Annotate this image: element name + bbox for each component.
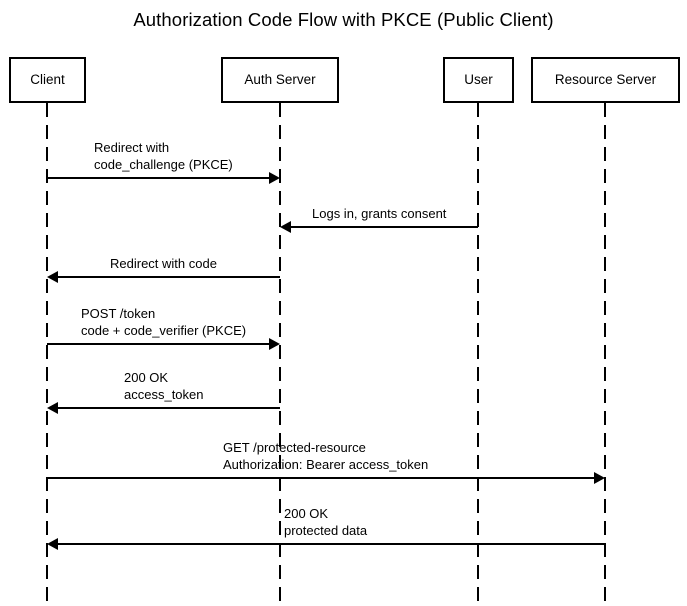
message-label-line: protected data (284, 523, 368, 538)
message-label-7: 200 OK protected data (284, 505, 367, 539)
message-label-1: Redirect with code_challenge (PKCE) (94, 139, 233, 173)
participant-box-resource_server: Resource Server (531, 57, 680, 103)
message-label-4: POST /token code + code_verifier (PKCE) (81, 305, 246, 339)
message-arrow-7 (47, 538, 605, 550)
message-label-line: Logs in, grants consent (312, 206, 447, 221)
participant-label: User (464, 72, 493, 87)
participant-label: Auth Server (244, 72, 316, 87)
message-label-2: Logs in, grants consent (312, 205, 446, 222)
message-label-line: 200 OK (124, 370, 169, 385)
message-label-line: code + code_verifier (PKCE) (81, 323, 247, 338)
participant-label: Resource Server (554, 72, 657, 87)
page-title: Authorization Code Flow with PKCE (Publi… (133, 9, 554, 30)
message-arrow-1 (47, 172, 280, 184)
message-arrow-3 (47, 271, 280, 283)
message-label-line: access_token (124, 387, 204, 402)
message-label-line: POST /token (81, 306, 156, 321)
participant-box-user: User (443, 57, 514, 103)
message-label-3: Redirect with code (110, 255, 217, 272)
message-label-line: GET /protected-resource (223, 440, 366, 455)
message-arrow-2 (280, 221, 478, 233)
participant-box-auth_server: Auth Server (221, 57, 339, 103)
message-label-line: Redirect with (94, 140, 170, 155)
message-label-5: 200 OK access_token (124, 369, 204, 403)
message-arrow-4 (47, 338, 280, 350)
message-arrow-5 (47, 402, 280, 414)
participant-label: Client (30, 72, 65, 87)
message-arrow-6 (47, 472, 605, 484)
participant-box-client: Client (9, 57, 86, 103)
message-label-line: 200 OK (284, 506, 329, 521)
message-label-line: code_challenge (PKCE) (94, 157, 233, 172)
message-label-line: Authorization: Bearer access_token (223, 457, 429, 472)
message-label-line: Redirect with code (110, 256, 217, 271)
